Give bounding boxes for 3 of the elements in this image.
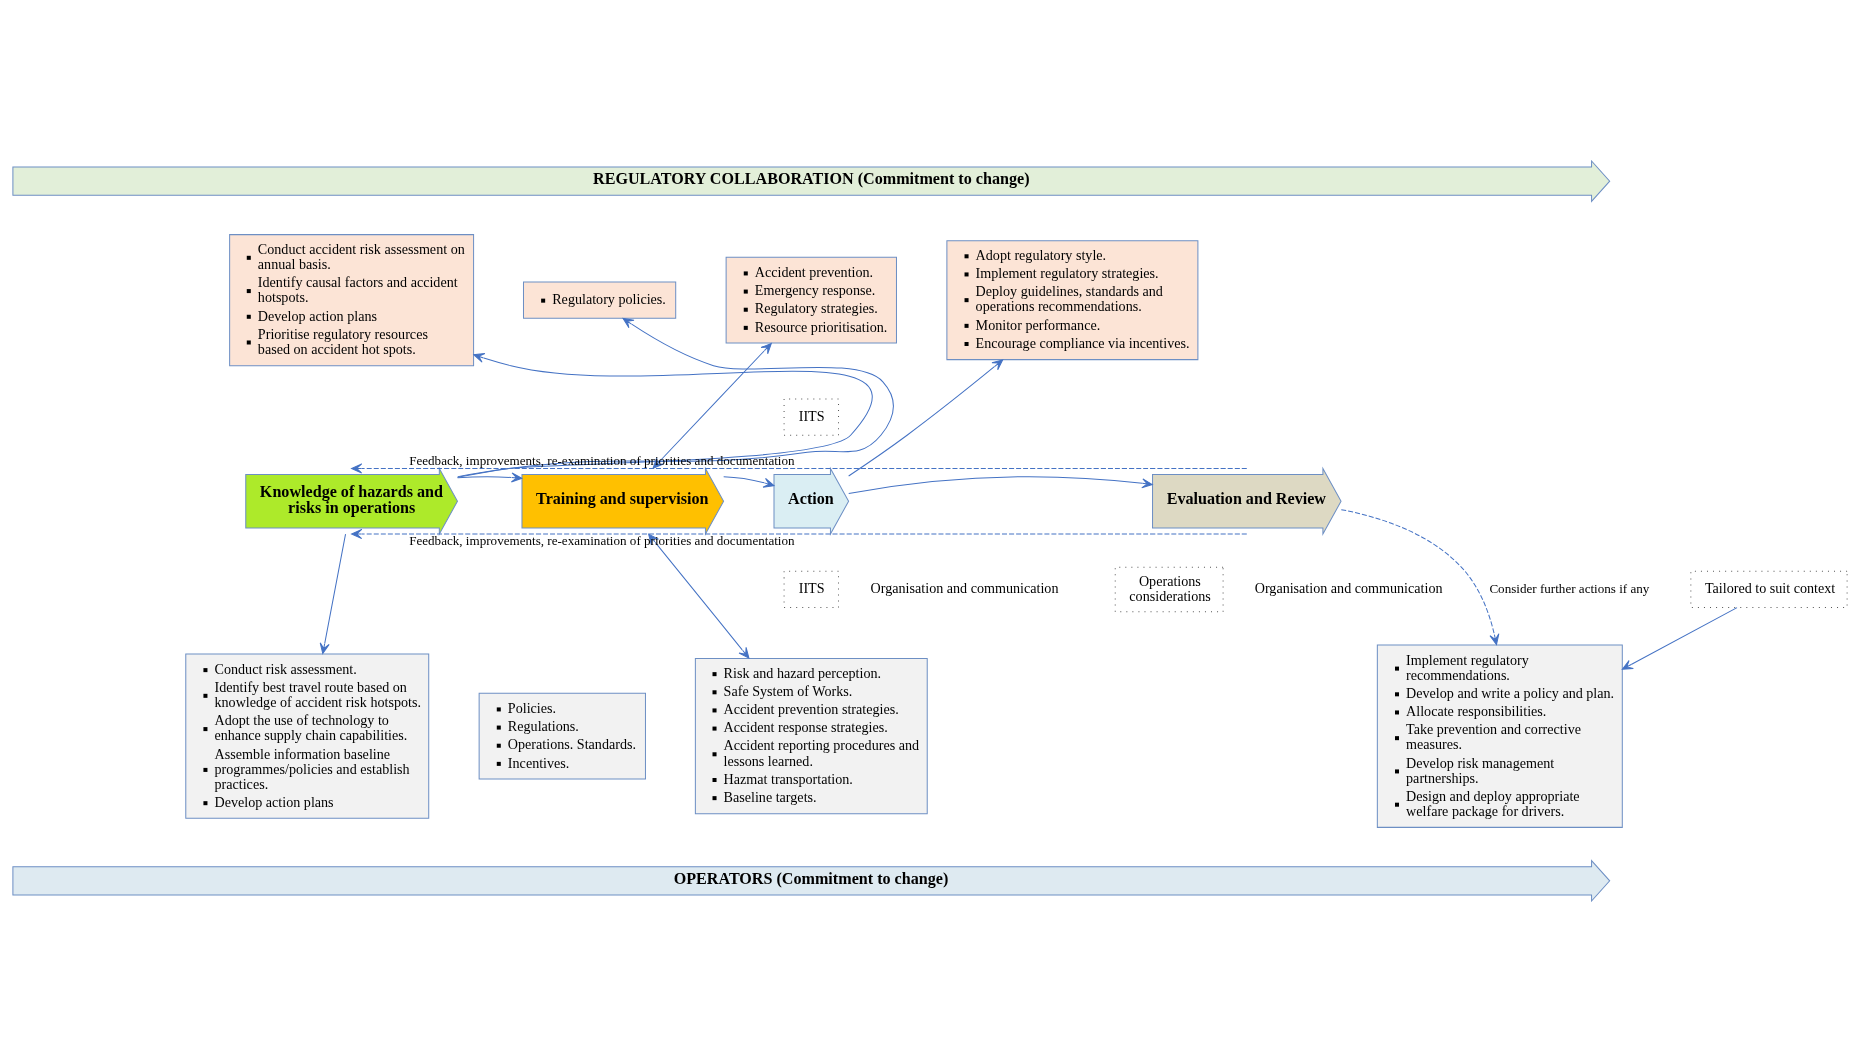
label: Organisation and communication <box>1254 579 1443 596</box>
label: Organisation and communication <box>870 579 1059 596</box>
edge-label: Consider further actions if any <box>1489 580 1650 596</box>
